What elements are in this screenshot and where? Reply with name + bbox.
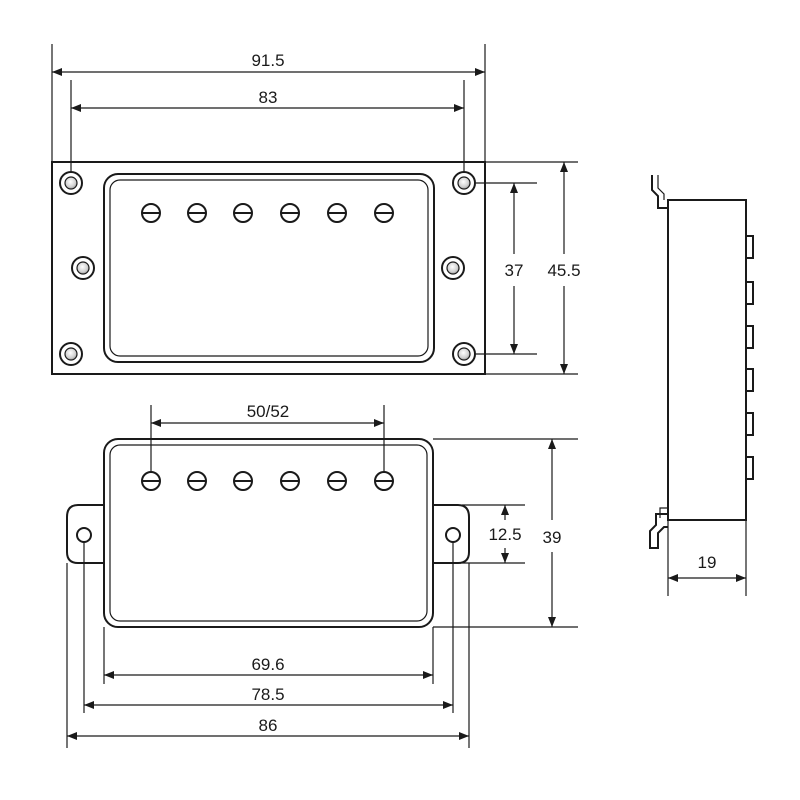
side-bracket-bottom bbox=[649, 513, 668, 549]
side-bracket-top-outer bbox=[651, 175, 668, 209]
dim-label-50-52: 50/52 bbox=[247, 402, 290, 421]
ring-hole-top-right bbox=[452, 171, 476, 195]
dim-label-86: 86 bbox=[259, 716, 278, 735]
pole-screw bbox=[187, 471, 207, 491]
dim-top-outer-height: 45.5 bbox=[485, 161, 581, 375]
top-pole-screws bbox=[141, 203, 394, 223]
ring-hole-mid-left bbox=[71, 256, 95, 280]
pole-screw bbox=[327, 203, 347, 223]
pole-screw bbox=[233, 471, 253, 491]
cover-outline-outer bbox=[103, 173, 435, 363]
side-pickup-body bbox=[667, 199, 747, 521]
dim-pole-spacing: 50/52 bbox=[150, 402, 385, 472]
ring-hole-top-left bbox=[59, 171, 83, 195]
pole-screw bbox=[141, 471, 161, 491]
mounting-ring-outline bbox=[51, 161, 486, 375]
dim-label-19: 19 bbox=[698, 553, 717, 572]
pole-screw bbox=[187, 203, 207, 223]
side-view: 19 bbox=[649, 175, 754, 596]
side-pole-screws bbox=[745, 235, 754, 480]
front-view: 50/52 12.5 39 bbox=[66, 402, 578, 748]
dim-label-83: 83 bbox=[259, 88, 278, 107]
mount-ear-left bbox=[66, 504, 104, 564]
dim-label-37: 37 bbox=[505, 261, 524, 280]
side-pole-screw bbox=[745, 281, 754, 305]
cover-outline-inner bbox=[109, 179, 429, 357]
dim-label-78-5: 78.5 bbox=[251, 685, 284, 704]
dim-bottom-overall-width: 86 bbox=[67, 716, 469, 740]
side-pole-screw bbox=[745, 325, 754, 349]
dim-label-91-5: 91.5 bbox=[251, 51, 284, 70]
ring-hole-bottom-right bbox=[452, 342, 476, 366]
pole-screw bbox=[374, 203, 394, 223]
side-pole-screw bbox=[745, 235, 754, 259]
front-pole-screws bbox=[141, 471, 394, 491]
dim-front-height: 39 bbox=[433, 438, 578, 628]
pole-screw bbox=[327, 471, 347, 491]
front-cover-outer bbox=[103, 438, 434, 628]
dim-mount-hole-height: 12.5 bbox=[462, 504, 525, 564]
mount-ear-right bbox=[433, 504, 470, 564]
dim-mount-hole-spacing: 78.5 bbox=[84, 685, 453, 709]
pole-screw bbox=[374, 471, 394, 491]
pole-screw bbox=[141, 203, 161, 223]
dim-label-12-5: 12.5 bbox=[488, 525, 521, 544]
dim-label-45-5: 45.5 bbox=[547, 261, 580, 280]
top-view: 91.5 83 37 45.5 bbox=[51, 44, 581, 375]
mount-hole-left bbox=[76, 527, 92, 543]
ring-hole-bottom-left bbox=[59, 342, 83, 366]
dim-top-outer-width: 91.5 bbox=[51, 44, 486, 162]
side-pole-screw bbox=[745, 456, 754, 480]
side-pole-screw bbox=[745, 368, 754, 392]
pole-screw bbox=[280, 471, 300, 491]
mount-hole-right bbox=[445, 527, 461, 543]
dim-cover-width: 69.6 bbox=[104, 655, 433, 679]
side-bracket-top-inner bbox=[657, 175, 665, 200]
dim-top-inner-height: 37 bbox=[476, 182, 537, 355]
side-pole-screw bbox=[745, 412, 754, 436]
dim-top-hole-spacing: 83 bbox=[70, 80, 465, 172]
pole-screw bbox=[280, 203, 300, 223]
ring-holes bbox=[59, 171, 476, 366]
front-cover-inner bbox=[109, 444, 428, 622]
dim-label-39: 39 bbox=[543, 528, 562, 547]
dim-label-69-6: 69.6 bbox=[251, 655, 284, 674]
ring-hole-mid-right bbox=[441, 256, 465, 280]
dim-side-depth: 19 bbox=[667, 520, 747, 596]
pole-screw bbox=[233, 203, 253, 223]
